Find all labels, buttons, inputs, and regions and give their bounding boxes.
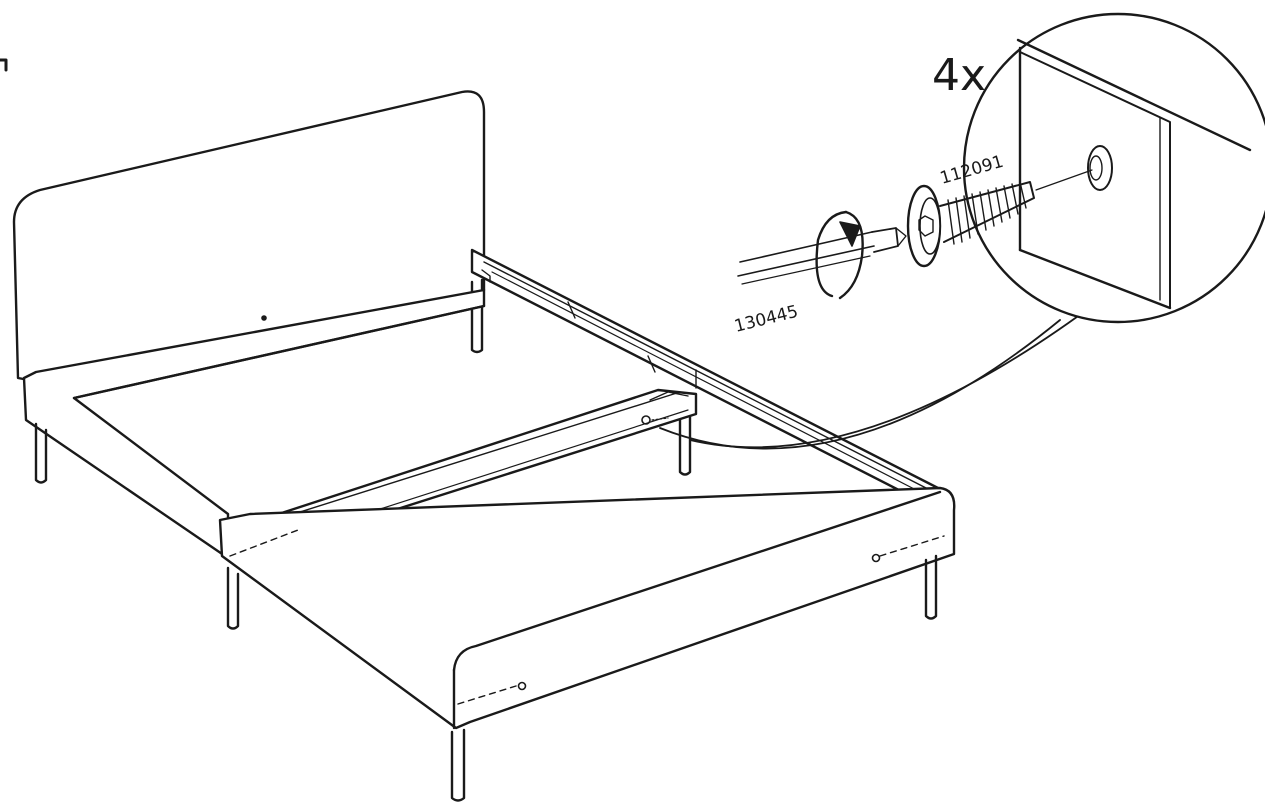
allen-key-icon — [737, 227, 907, 285]
bolt-hole-icon — [871, 553, 881, 563]
bolt-hole-icon — [641, 415, 651, 425]
bolt-icon — [906, 169, 1093, 268]
zoom-callout-connector — [659, 299, 1101, 450]
right-side-rail — [470, 248, 940, 512]
back-leg-footboard — [924, 554, 938, 620]
page-corner-mark — [0, 58, 8, 72]
quantity-label: 4x — [932, 50, 986, 101]
rotate-clockwise-icon — [815, 210, 864, 300]
footboard — [218, 486, 956, 730]
middle-leg-back — [678, 403, 692, 476]
middle-leg-front — [226, 566, 240, 630]
front-leg-right — [450, 728, 466, 802]
headboard — [12, 90, 486, 384]
bolt-hole-icon — [1087, 145, 1113, 191]
left-side-rail — [22, 288, 486, 560]
bolt-hole-icon — [517, 681, 527, 691]
front-leg-left — [34, 422, 48, 484]
allen-key-part-number: 130445 — [732, 302, 800, 337]
zoom-detail-circle — [962, 12, 1265, 324]
back-leg-right — [470, 278, 484, 354]
